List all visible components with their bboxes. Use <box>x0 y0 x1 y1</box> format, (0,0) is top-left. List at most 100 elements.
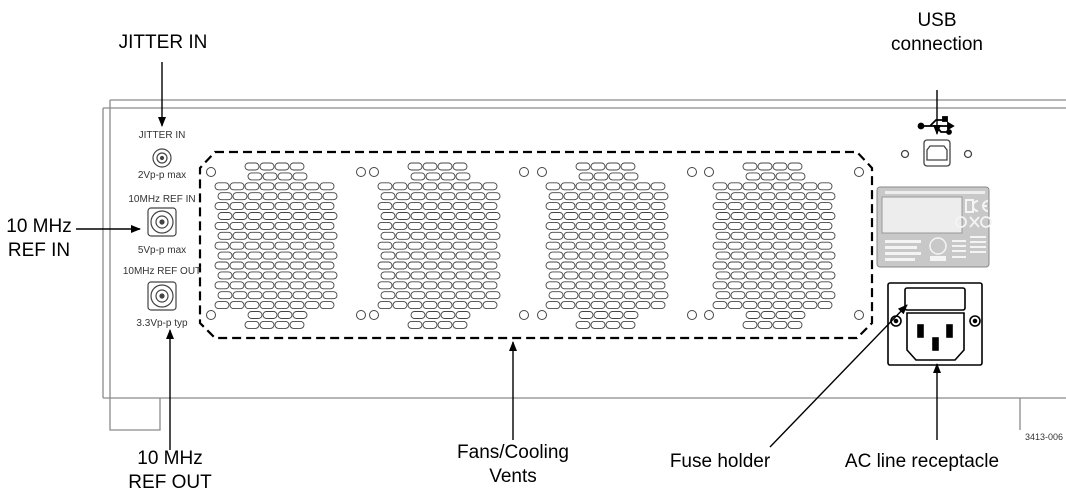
vent-slot <box>289 301 305 310</box>
vent-slot <box>485 192 501 201</box>
vent-slot <box>452 241 468 250</box>
vent-slot <box>578 212 594 220</box>
vent-slot <box>775 231 791 240</box>
vent-slot <box>422 320 438 329</box>
vent-slot <box>307 212 323 220</box>
vent-slot <box>593 172 609 181</box>
vent-slot <box>247 251 263 260</box>
vent-slot <box>307 291 323 300</box>
vent-slot <box>425 251 441 260</box>
vent-slot <box>437 241 453 250</box>
vent-slot <box>760 311 776 319</box>
vent-slot <box>247 212 263 220</box>
vent-slot <box>787 182 803 191</box>
vent-slot <box>623 251 639 260</box>
vent-slot <box>590 301 606 310</box>
vent-slot <box>229 241 245 250</box>
vent-slot <box>772 162 788 171</box>
vent-slot <box>590 162 606 171</box>
vent-slot <box>410 291 426 300</box>
ac-receptacle <box>887 282 983 366</box>
vent-slot <box>760 192 776 201</box>
vent-slot <box>820 212 836 220</box>
vent-slot <box>259 301 275 310</box>
screw-hole <box>854 167 864 177</box>
vent-slot <box>545 301 561 310</box>
vent-slot <box>410 172 426 181</box>
callout-jitter-in: JITTER IN <box>118 32 208 53</box>
vent-slot <box>437 162 453 171</box>
vent-slot <box>730 291 746 300</box>
vent-slot <box>802 241 818 250</box>
vent-slot <box>289 261 305 270</box>
vent-slot <box>730 251 746 260</box>
vent-slot <box>787 202 803 211</box>
vent-slot <box>377 261 393 270</box>
vent-slot <box>650 261 666 270</box>
vent-slot <box>292 231 308 240</box>
vent-slot <box>590 320 606 329</box>
vent-slot <box>712 281 728 290</box>
vent-slot <box>217 212 233 220</box>
vent-slot <box>593 311 609 319</box>
recycle-icon <box>955 216 992 228</box>
vent-slot <box>470 271 486 280</box>
vent-slot <box>745 172 761 181</box>
vent-slot <box>817 241 833 250</box>
vent-slot <box>452 221 468 230</box>
vent-slot <box>455 212 471 220</box>
vent-slot <box>319 281 335 290</box>
vent-slot <box>262 251 278 260</box>
vent-slot <box>757 162 773 171</box>
vent-slot <box>775 291 791 300</box>
vent-slot <box>274 241 290 250</box>
vent-slot <box>455 291 471 300</box>
vent-slot <box>590 182 606 191</box>
vent-slot <box>410 231 426 240</box>
vent-slot <box>422 241 438 250</box>
vent-slot <box>292 271 308 280</box>
vent-slot <box>605 182 621 191</box>
vent-slot <box>817 221 833 230</box>
vent-slot <box>380 192 396 201</box>
vent-slot <box>820 251 836 260</box>
vent-slot <box>545 221 561 230</box>
vent-slot <box>452 301 468 310</box>
callout-ref-out-line1: 10 MHz <box>137 448 203 469</box>
vent-grids <box>206 162 864 329</box>
vent-slot <box>560 202 576 211</box>
vent-slot <box>590 241 606 250</box>
vent-slot <box>292 291 308 300</box>
vent-slot <box>772 221 788 230</box>
vent-slot <box>247 172 263 181</box>
vent-slot <box>217 271 233 280</box>
vent-slot <box>578 291 594 300</box>
vent-slot <box>620 320 636 329</box>
vent-slot <box>757 320 773 329</box>
vent-slot <box>742 281 758 290</box>
vent-slot <box>392 281 408 290</box>
vent-slot <box>437 202 453 211</box>
vent-slot <box>817 301 833 310</box>
vent-slot <box>274 320 290 329</box>
vent-slot <box>712 221 728 230</box>
screw-hole <box>356 167 366 177</box>
vent-slot <box>244 162 260 171</box>
vent-slot <box>805 231 821 240</box>
vent-slot <box>470 192 486 201</box>
vent-slot <box>229 301 245 310</box>
vent-slot <box>232 231 248 240</box>
vent-slot <box>392 202 408 211</box>
iec-inlet <box>906 312 965 361</box>
vent-slot <box>727 261 743 270</box>
vent-slot <box>292 311 308 319</box>
vent-slot <box>605 202 621 211</box>
vent-slot <box>578 172 594 181</box>
vent-slot <box>590 221 606 230</box>
vent-slot <box>440 192 456 201</box>
vent-slot <box>742 241 758 250</box>
vent-slot <box>760 271 776 280</box>
screw-hole <box>519 310 529 320</box>
vent-slot <box>757 281 773 290</box>
vent-slot <box>422 301 438 310</box>
